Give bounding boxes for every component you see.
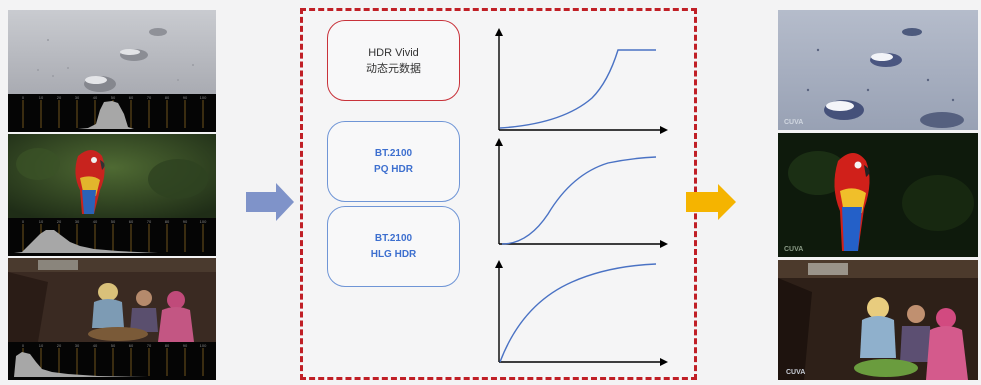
hist-tick: 30 [75, 219, 80, 224]
hist-tick: 80 [165, 95, 170, 100]
hist-tick: 90 [183, 343, 188, 348]
hist-tick: 30 [75, 343, 80, 348]
watermark: CUVA [784, 119, 803, 126]
input-image-parrot [8, 134, 216, 218]
hist-tick: 90 [183, 219, 188, 224]
tone-curve-hlg [495, 260, 668, 366]
hist-tick: 70 [147, 219, 152, 224]
watermark: CUVA [786, 369, 805, 376]
input-histogram-3: 0 10 20 30 40 50 60 70 80 90 100 [8, 342, 216, 380]
hist-tick: 10 [39, 95, 44, 100]
hist-tick: 40 [93, 343, 98, 348]
curve-line [501, 156, 657, 245]
hist-tick: 90 [183, 95, 188, 100]
hist-tick: 100 [200, 343, 207, 348]
hist-tick: 30 [75, 95, 80, 100]
input-histogram-2: 0 10 20 30 40 50 60 70 80 90 100 [8, 218, 216, 256]
metadata-box-line2: 动态元数据 [366, 62, 421, 75]
hist-tick: 60 [129, 95, 134, 100]
curve-line [499, 263, 657, 363]
tone-curve-vivid [495, 28, 668, 134]
hist-tick: 50 [111, 95, 116, 100]
hist-tick: 20 [57, 219, 62, 224]
output-image-snow: CUVA [778, 10, 978, 130]
hist-tick: 50 [111, 219, 116, 224]
input-image-market [8, 258, 216, 342]
hlg-hdr-box: BT.2100 HLG HDR [327, 206, 460, 287]
hist-tick: 0 [22, 95, 25, 100]
hist-tick: 10 [39, 219, 44, 224]
hist-tick: 0 [22, 343, 25, 348]
hlg-box-line2: HLG HDR [370, 248, 417, 260]
tone-curve-pq [495, 138, 668, 248]
hist-tick: 40 [93, 95, 98, 100]
pq-box-line2: PQ HDR [374, 163, 413, 175]
hist-tick: 70 [147, 95, 152, 100]
watermark: CUVA [784, 246, 803, 253]
hist-tick: 80 [165, 219, 170, 224]
input-image-snow [8, 10, 216, 94]
hist-tick: 0 [22, 219, 25, 224]
pq-hdr-box: BT.2100 PQ HDR [327, 121, 460, 202]
hist-tick: 20 [57, 95, 62, 100]
input-histogram-1: 0 10 20 30 40 50 60 70 80 90 100 [8, 94, 216, 132]
hdr-vivid-metadata-box: HDR Vivid 动态元数据 [327, 20, 460, 101]
hist-tick: 40 [93, 219, 98, 224]
hist-tick: 60 [129, 219, 134, 224]
hist-tick: 80 [165, 343, 170, 348]
metadata-box-line1: HDR Vivid [368, 46, 419, 59]
arrow-right-icon [686, 184, 736, 220]
pq-box-line1: BT.2100 [374, 147, 413, 159]
hist-tick: 70 [147, 343, 152, 348]
curve-line [499, 49, 656, 129]
hist-tick: 100 [200, 95, 207, 100]
hist-tick: 100 [200, 219, 207, 224]
hist-tick: 10 [39, 343, 44, 348]
output-image-parrot: CUVA [778, 133, 978, 257]
output-image-market: CUVA [778, 260, 978, 380]
hlg-box-line1: BT.2100 [374, 232, 413, 244]
hist-tick: 60 [129, 343, 134, 348]
hist-tick: 20 [57, 343, 62, 348]
arrow-right-icon [246, 183, 294, 221]
hist-tick: 50 [111, 343, 116, 348]
